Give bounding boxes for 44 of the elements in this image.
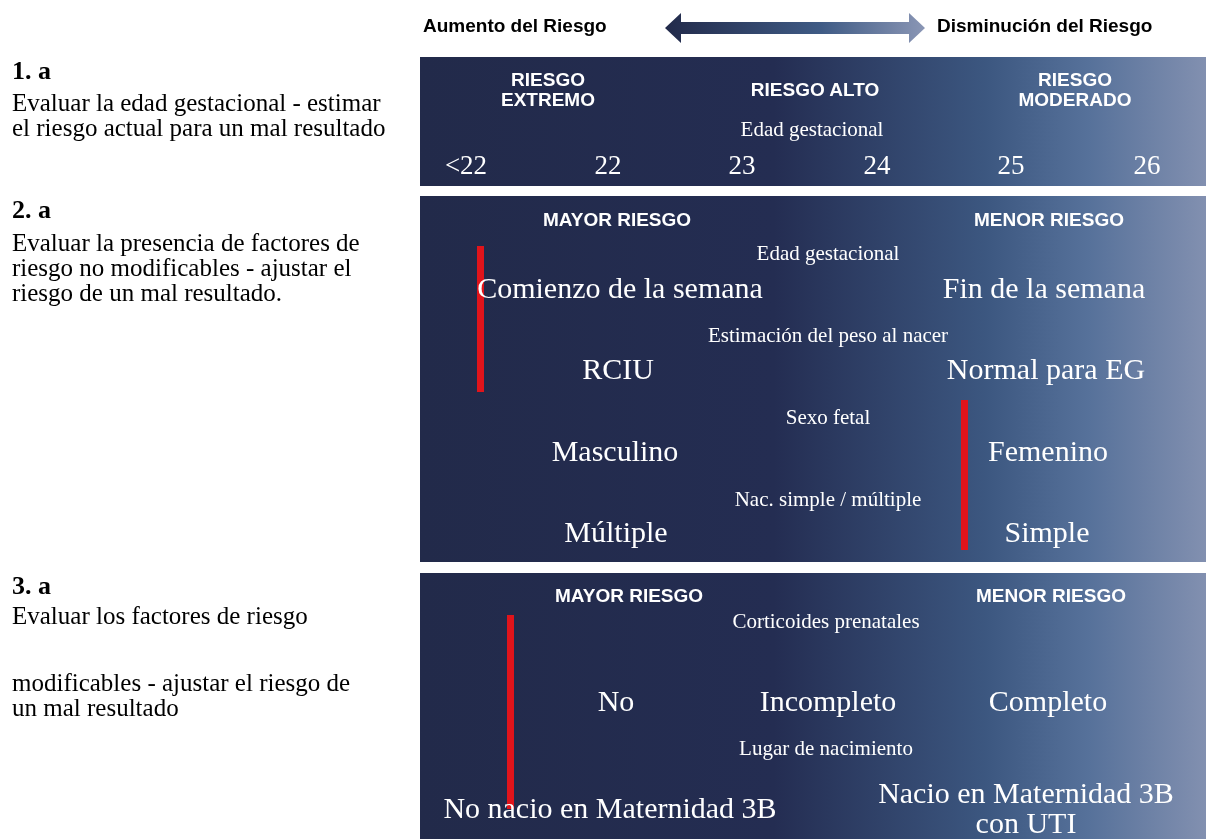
risk-level-label: RIESGO ALTO <box>749 80 881 100</box>
step-number: 2. a <box>12 196 51 224</box>
factor-heading: Edad gestacional <box>756 240 900 268</box>
factor-value: Femenino <box>988 436 1108 466</box>
risk-band <box>420 57 1206 186</box>
risk-direction-label: MENOR RIESGO <box>976 583 1126 608</box>
week-value: 23 <box>728 148 756 182</box>
factor-value: No <box>597 686 635 716</box>
risk-direction-label: MAYOR RIESGO <box>554 583 704 608</box>
step-description: Evaluar la edad gestacional - estimar el riesgo actual para un mal resultado <box>12 90 387 140</box>
step-number: 1. a <box>12 57 51 85</box>
step-number: 3. a <box>12 572 51 600</box>
factor-value: Fin de la semana <box>942 273 1146 303</box>
factor-heading: Lugar de nacimiento <box>739 735 913 763</box>
factor-value: Múltiple <box>564 517 668 547</box>
factor-value: Nacio en Maternidad 3B con UTI <box>877 778 1175 838</box>
step-description: Evaluar los factores de riesgo <box>12 603 309 628</box>
factor-heading: Corticoides prenatales <box>732 608 920 636</box>
factor-value: Completo <box>988 686 1108 716</box>
week-value: <22 <box>444 148 488 182</box>
risk-level-label: RIESGO EXTREMO <box>500 70 596 110</box>
week-value: 25 <box>997 148 1025 182</box>
scale-end-label: Disminución del Riesgo <box>937 14 1153 38</box>
step-description: Evaluar la presencia de factores de riesgo no modificables - ajustar el riesgo de un mal resultado. <box>12 230 361 305</box>
factor-value: Masculino <box>551 436 679 466</box>
step-description: modificables - ajustar el riesgo de un mal resultado <box>12 670 352 720</box>
risk-direction-label: MAYOR RIESGO <box>542 207 692 232</box>
factor-value: No nacio en Maternidad 3B <box>442 793 778 823</box>
factor-heading: Estimación del peso al nacer <box>707 322 949 350</box>
factor-value: Incompleto <box>759 686 897 716</box>
factor-heading: Nac. simple / múltiple <box>734 486 922 514</box>
scale-end-label: Aumento del Riesgo <box>423 14 607 38</box>
factor-heading: Edad gestacional <box>740 116 884 144</box>
risk-band <box>420 196 1206 562</box>
factor-value: Simple <box>1004 517 1090 547</box>
week-value: 22 <box>594 148 622 182</box>
risk-direction-label: MENOR RIESGO <box>974 207 1124 232</box>
risk-band <box>420 573 1206 839</box>
week-value: 24 <box>863 148 891 182</box>
factor-value: RCIU <box>582 354 654 384</box>
risk-level-label: RIESGO MODERADO <box>1017 70 1133 110</box>
factor-heading: Sexo fetal <box>785 404 871 432</box>
week-value: 26 <box>1133 148 1161 182</box>
factor-value: Normal para EG <box>946 354 1146 384</box>
